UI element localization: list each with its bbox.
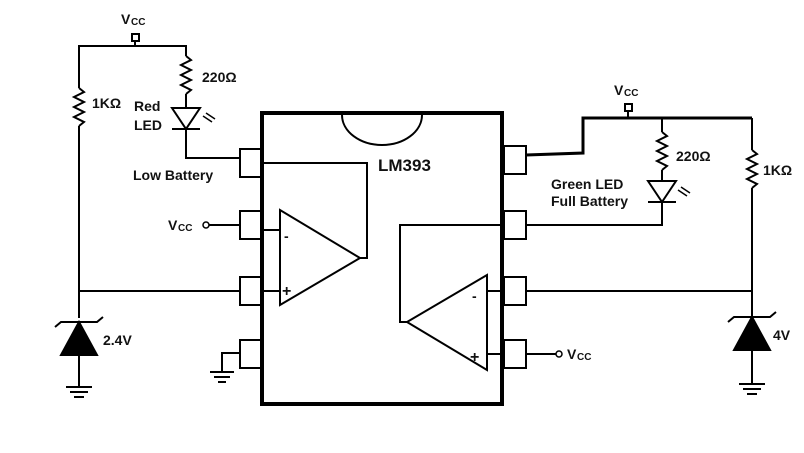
svg-text:Red: Red bbox=[134, 98, 160, 114]
svg-text:V: V bbox=[567, 346, 577, 362]
resistor-1k-left: 1KΩ bbox=[71, 87, 121, 127]
pins-left bbox=[239, 148, 263, 369]
resistor-220-right: 220Ω bbox=[654, 131, 711, 171]
svg-text:1KΩ: 1KΩ bbox=[763, 162, 792, 178]
svg-text:CC: CC bbox=[131, 17, 145, 28]
svg-text:V: V bbox=[614, 82, 624, 98]
comparator-a-plus: + bbox=[282, 283, 291, 300]
pin-6 bbox=[503, 276, 527, 306]
svg-text:2.4V: 2.4V bbox=[103, 332, 132, 348]
svg-text:1KΩ: 1KΩ bbox=[92, 95, 121, 111]
vcc-pin5: V CC bbox=[526, 346, 591, 363]
red-led: Red LED bbox=[134, 98, 216, 133]
chip-notch bbox=[341, 114, 423, 146]
comparator-b-minus: - bbox=[472, 288, 477, 304]
pin-1 bbox=[239, 148, 263, 178]
resistor-1k-right: 1KΩ bbox=[744, 149, 792, 189]
comparator-a-minus: - bbox=[284, 228, 289, 244]
svg-text:Green LED: Green LED bbox=[551, 176, 623, 192]
svg-text:LED: LED bbox=[134, 117, 162, 133]
chip-label: LM393 bbox=[378, 156, 431, 175]
ground-left bbox=[66, 386, 92, 398]
svg-text:V: V bbox=[121, 11, 131, 27]
comparator-b: - + bbox=[399, 224, 504, 372]
svg-text:CC: CC bbox=[577, 352, 591, 363]
svg-text:Full Battery: Full Battery bbox=[551, 193, 628, 209]
ground-right bbox=[739, 383, 765, 395]
ground-pin4 bbox=[210, 352, 240, 383]
zener-right: 4V bbox=[727, 311, 791, 351]
svg-text:CC: CC bbox=[178, 223, 192, 234]
pins-right bbox=[503, 145, 527, 369]
pin-5 bbox=[503, 339, 527, 369]
comparator-a: - + bbox=[262, 162, 368, 307]
pin-4 bbox=[239, 339, 263, 369]
svg-text:220Ω: 220Ω bbox=[676, 148, 711, 164]
vcc-pin2: V CC bbox=[168, 217, 240, 234]
lm393-chip: LM393 bbox=[260, 111, 504, 406]
pin-8 bbox=[503, 145, 527, 175]
green-led: Green LED Full Battery bbox=[551, 176, 691, 209]
pin-2 bbox=[239, 210, 263, 240]
pin-7 bbox=[503, 210, 527, 240]
low-battery-label: Low Battery bbox=[133, 167, 213, 183]
zener-left: 2.4V bbox=[54, 316, 132, 356]
vcc-top-right: V CC bbox=[614, 82, 638, 118]
svg-text:V: V bbox=[168, 217, 178, 233]
svg-text:220Ω: 220Ω bbox=[202, 69, 237, 85]
resistor-220-left: 220Ω bbox=[178, 55, 237, 95]
svg-text:4V: 4V bbox=[773, 327, 791, 343]
pin-3 bbox=[239, 276, 263, 306]
svg-text:CC: CC bbox=[624, 88, 638, 99]
vcc-top-left: V CC bbox=[121, 11, 145, 46]
comparator-b-plus: + bbox=[470, 349, 479, 366]
